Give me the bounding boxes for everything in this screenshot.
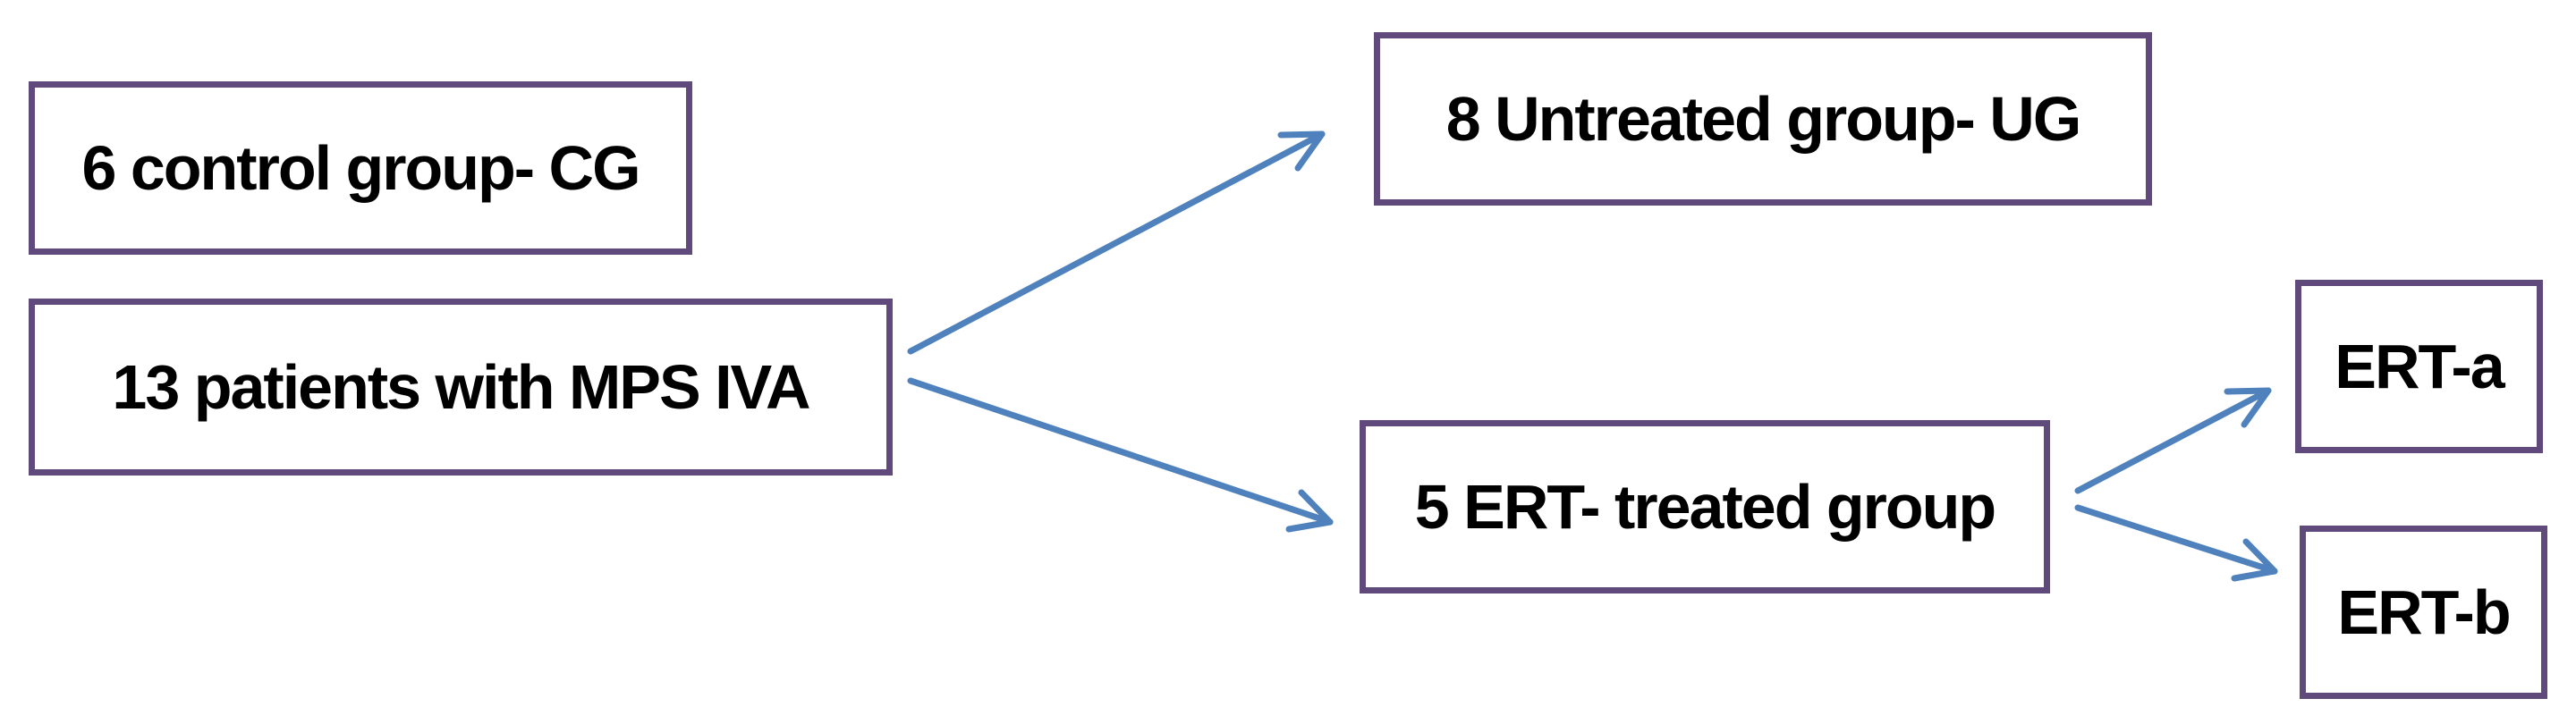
untreated-group-label: 8 Untreated group- UG xyxy=(1445,84,2082,154)
ert-a-label: ERT-a xyxy=(2334,332,2504,401)
control-group-box: 6 control group- CG xyxy=(29,81,692,255)
ert-treated-group-label: 5 ERT- treated group xyxy=(1414,472,1996,542)
patients-box: 13 patients with MPS IVA xyxy=(29,299,893,476)
control-group-label: 6 control group- CG xyxy=(81,133,640,203)
arrow-patients-to-treated xyxy=(907,377,1334,533)
ert-treated-group-box: 5 ERT- treated group xyxy=(1360,420,2050,594)
ert-a-box: ERT-a xyxy=(2295,280,2543,453)
arrow-treated-to-erta xyxy=(2074,387,2272,494)
patients-label: 13 patients with MPS IVA xyxy=(112,352,810,422)
ert-b-box: ERT-b xyxy=(2300,526,2547,699)
arrow-treated-to-ertb xyxy=(2074,504,2278,582)
arrow-patients-to-untreated xyxy=(907,130,1326,355)
untreated-group-box: 8 Untreated group- UG xyxy=(1374,32,2152,206)
ert-b-label: ERT-b xyxy=(2337,577,2511,647)
